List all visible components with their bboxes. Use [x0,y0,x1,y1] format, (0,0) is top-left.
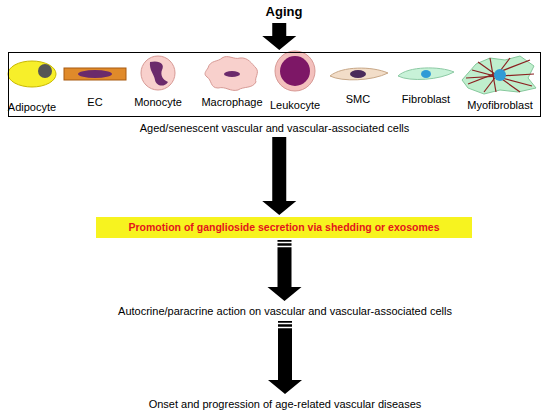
step-label: Autocrine/paracrine action on vascular a… [50,303,520,319]
highlight-box: Promotion of ganglioside secretion via s… [96,217,472,238]
arrow-stripe [277,242,293,244]
ec-body [64,68,126,80]
stress-fiber [472,70,532,86]
node-text: Aging [234,3,334,21]
fibroblast-body [398,68,454,80]
cell-name: Myofibroblast [467,99,532,111]
adipocyte-nucleus [38,64,52,78]
myofibroblast-fibers [466,58,534,92]
cell-name: Fibroblast [402,93,450,105]
node-text: Onset and progression of age-related vas… [50,396,520,412]
block-arrow [262,137,296,215]
myofibroblast-body [462,56,536,94]
block-arrow [268,321,302,394]
fibroblast-nucleus [421,70,431,78]
myofibroblast-nucleus [494,69,506,81]
arrow-stripe [277,246,293,248]
start-label: Aging [234,3,334,21]
arrow-stripe [277,323,293,325]
cell-name: Monocyte [134,96,182,108]
arrow-stripe [277,327,293,329]
arrow-shape [268,240,302,301]
cell-name: Leukocyte [270,99,320,111]
smc-nucleus [350,70,366,78]
arrow-shape [262,23,296,50]
adipocyte-body [8,61,56,87]
monocyte-nucleus [150,61,168,85]
cell-name: EC [87,96,102,108]
ec-nucleus [78,70,112,78]
block-arrow [262,23,296,50]
macrophage-body [205,57,257,91]
macrophage-nucleus [224,71,240,77]
cell-name: Adipocyte [8,101,56,113]
arrow-shape [262,137,296,215]
block-arrow [268,240,302,301]
arrow-shape [268,321,302,394]
leukocyte-body [275,51,315,91]
node-text: Autocrine/paracrine action on vascular a… [50,303,520,319]
stress-fiber [484,58,510,92]
node-text: Promotion of ganglioside secretion via s… [96,217,472,238]
cell-name: Macrophage [201,96,262,108]
outcome-label: Onset and progression of age-related vas… [50,396,520,412]
monocyte-body [141,56,175,90]
leukocyte-nucleus [280,56,310,86]
node-text: Aged/senescent vascular and vascular-ass… [9,121,540,135]
smc-body [330,68,388,80]
cell-name: SMC [346,93,370,105]
